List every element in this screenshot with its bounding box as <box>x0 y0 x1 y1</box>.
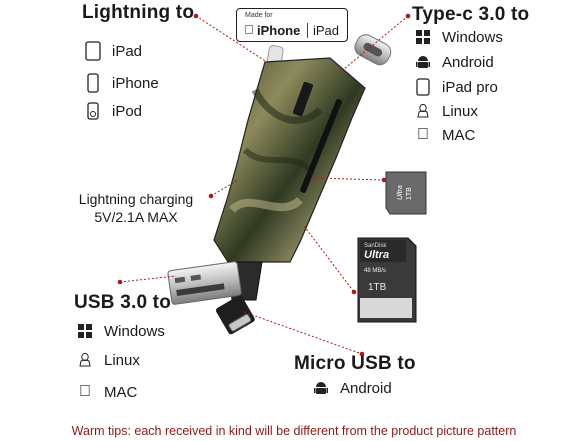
lightning-item-label: iPod <box>112 102 143 120</box>
typec-item-label: iPad pro <box>442 78 498 96</box>
charging-line-2: 5V/2.1A MAX <box>94 209 178 225</box>
typec-item-label: Linux <box>442 102 478 120</box>
sd-speed: 48 MB/s <box>364 268 386 274</box>
usb-heading: USB 3.0 to <box>74 292 172 313</box>
usb-item-label: Windows <box>104 322 165 340</box>
micro-item-android: Android <box>310 377 392 399</box>
lightning-item-label: iPhone <box>112 74 159 92</box>
made-for-label: Made for <box>245 12 273 19</box>
apple-logo-icon:  <box>244 22 254 37</box>
lightning-charging-note: Lightning charging 5V/2.1A MAX <box>66 190 206 226</box>
windows-icon <box>74 320 96 342</box>
usb-a-connector <box>167 261 242 305</box>
apple-icon:  <box>412 124 434 146</box>
sd-slot <box>300 99 342 193</box>
microsd-slot <box>293 81 313 117</box>
badge-divider <box>307 23 308 38</box>
typec-item-label: Windows <box>442 28 503 46</box>
lightning-item-iphone: iPhone <box>82 72 159 94</box>
warm-tips-note: Warm tips: each received in kind will be… <box>71 424 517 438</box>
apple-icon:  <box>74 381 96 403</box>
iphone-icon <box>82 72 104 94</box>
usb-item-windows: Windows <box>74 320 165 342</box>
micro-usb-heading: Micro USB to <box>294 353 416 374</box>
microsd-card: 1TB Ultra <box>385 171 427 215</box>
sd-card: SanDisk Ultra 48 MB/s 1TB <box>357 237 417 323</box>
android-icon <box>412 51 434 73</box>
typec-item-label: MAC <box>442 126 476 144</box>
linux-icon <box>412 100 434 122</box>
sd-maker: SanDisk <box>364 243 387 249</box>
lightning-heading: Lightning to <box>82 2 195 23</box>
typec-item-android: Android <box>412 51 494 73</box>
lightning-item-ipad: iPad <box>82 40 142 62</box>
typec-item-linux: Linux <box>412 100 478 122</box>
pointer-dots <box>117 13 411 357</box>
mfi-badge: Made for  iPhone iPad <box>236 8 348 42</box>
sd-capacity: 1TB <box>368 282 387 293</box>
micro-usb-connector <box>215 295 255 335</box>
lightning-item-ipod: iPod <box>82 100 142 122</box>
microsd-capacity: 1TB <box>406 187 413 200</box>
microsd-brand: Ultra <box>397 185 404 200</box>
typec-item-mac:  MAC <box>412 124 475 146</box>
badge-iphone-label: iPhone <box>257 23 301 38</box>
badge-ipad-label: iPad <box>313 23 340 38</box>
linux-icon <box>74 349 96 371</box>
typec-item-label: Android <box>442 53 494 71</box>
typec-connector <box>354 34 392 66</box>
ipad-icon <box>412 76 434 98</box>
charging-line-1: Lightning charging <box>78 191 194 207</box>
usb-item-label: Linux <box>104 351 140 369</box>
typec-item-windows: Windows <box>412 26 503 48</box>
lightning-item-label: iPad <box>112 42 143 60</box>
windows-icon <box>412 26 434 48</box>
android-icon <box>310 377 332 399</box>
ipod-icon <box>82 100 104 122</box>
pointer-lines <box>119 15 409 355</box>
typec-heading: Type-c 3.0 to <box>412 4 530 25</box>
ipad-icon <box>82 40 104 62</box>
typec-item-ipad-pro: iPad pro <box>412 76 498 98</box>
usb-item-linux: Linux <box>74 349 140 371</box>
usb-item-mac:  MAC <box>74 381 137 403</box>
usb-item-label: MAC <box>104 383 138 401</box>
sd-brand: Ultra <box>364 249 389 261</box>
micro-item-label: Android <box>340 379 392 397</box>
